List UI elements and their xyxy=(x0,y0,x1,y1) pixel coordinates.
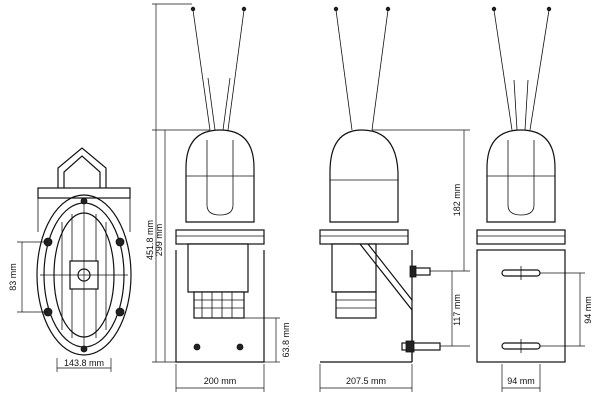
rear-dome-loop xyxy=(507,140,535,216)
bracket-slant-inner xyxy=(367,243,413,301)
front-view: 83 mm 143.8 mm xyxy=(8,147,132,372)
front-bolt xyxy=(80,197,88,205)
bolt-head xyxy=(405,340,415,353)
side-ribbed-base xyxy=(193,291,245,319)
antenna xyxy=(207,77,216,131)
dim-299-label: 299 mm xyxy=(154,224,164,257)
side-flange xyxy=(175,229,265,245)
antenna xyxy=(493,9,513,131)
dim-200-label: 200 mm xyxy=(204,376,237,386)
bolt-head xyxy=(409,265,417,278)
antenna xyxy=(371,9,389,131)
dim-143-label: 143.8 mm xyxy=(64,358,104,368)
bracket-view: 182 mm 117 mm 207.5 mm xyxy=(319,6,470,392)
antenna-tip xyxy=(385,6,391,12)
side-view: 63.8 mm 451.8 mm 299 mm 200 mm xyxy=(145,3,291,392)
dim-94-h-label: 94 mm xyxy=(507,376,535,386)
dim-207-label: 207.5 mm xyxy=(346,376,386,386)
side-dome-loop xyxy=(206,140,234,216)
antenna-tip xyxy=(190,6,196,12)
rear-view: 94 mm 94 mm xyxy=(476,6,593,392)
antenna xyxy=(335,9,353,131)
dim-63-label: 63.8 mm xyxy=(281,322,291,357)
front-chevron-inner xyxy=(63,155,101,188)
bracket-dome xyxy=(329,129,399,223)
bracket-body xyxy=(331,243,377,293)
bracket-bolt-bottom xyxy=(401,342,441,351)
dim-117-label: 117 mm xyxy=(452,294,462,326)
side-bracket xyxy=(175,250,265,363)
dim-451-label: 451.8 mm xyxy=(145,220,155,260)
front-top-bar xyxy=(37,187,131,199)
antenna-tip xyxy=(491,6,497,12)
front-outer-ring xyxy=(36,194,132,356)
front-bolt xyxy=(80,345,88,353)
antenna xyxy=(222,77,231,131)
bracket-hole xyxy=(193,343,201,351)
bracket-flange xyxy=(319,229,409,245)
antenna xyxy=(524,79,529,131)
dim-94-v-label: 94 mm xyxy=(583,296,593,324)
dim-83-label: 83 mm xyxy=(8,263,18,291)
front-chevron-outer xyxy=(57,147,107,188)
antenna-tip xyxy=(546,6,552,12)
antenna-tip xyxy=(333,6,339,12)
side-body xyxy=(187,243,249,293)
antenna xyxy=(227,9,245,131)
antenna xyxy=(192,9,211,131)
front-bolt xyxy=(115,237,125,247)
antenna xyxy=(513,79,518,131)
dim-182-label: 182 mm xyxy=(452,184,462,217)
rear-flange xyxy=(476,229,566,245)
bracket-ribbed-base xyxy=(335,291,377,319)
front-bolt xyxy=(115,307,125,317)
antenna-tip xyxy=(241,6,247,12)
bracket-hole xyxy=(236,343,244,351)
antenna xyxy=(529,9,550,131)
